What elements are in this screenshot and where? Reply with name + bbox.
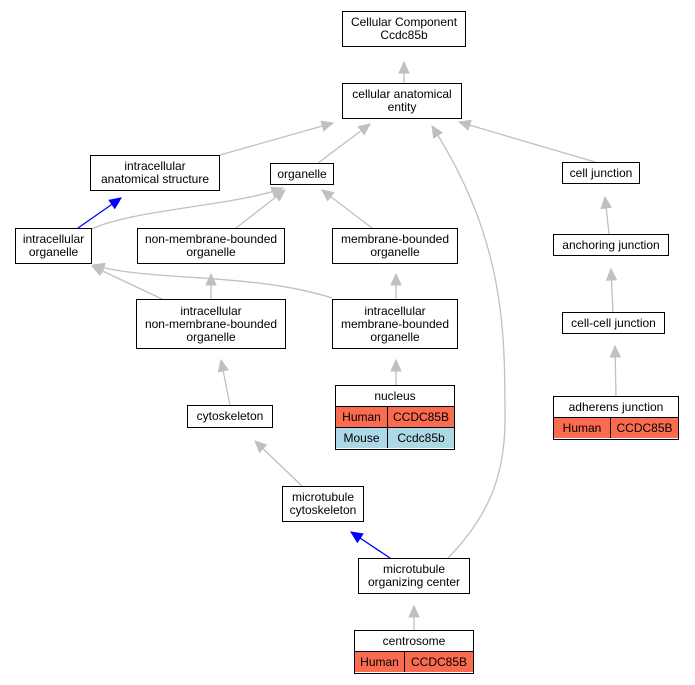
edge-imbo-to-io-arrowhead bbox=[91, 262, 106, 274]
node-label-line: microtubule bbox=[291, 490, 355, 504]
node-label-line: organizing center bbox=[367, 575, 461, 589]
node-title: adherens junction bbox=[554, 397, 678, 418]
node-microtubule-cytoskeleton[interactable]: microtubule cytoskeleton bbox=[282, 486, 364, 522]
edge-celljunction-to-cae-arrowhead bbox=[457, 119, 472, 131]
edge-cae-to-root-arrowhead bbox=[398, 60, 410, 74]
gene-label: CCDC85B bbox=[616, 421, 673, 435]
node-membrane-bounded-organelle[interactable]: membrane-bounded organelle bbox=[332, 228, 458, 264]
gene-row-human: Human CCDC85B bbox=[336, 407, 454, 427]
node-non-membrane-bounded-organelle[interactable]: non-membrane-bounded organelle bbox=[137, 228, 285, 264]
edge-inmbo-to-io bbox=[91, 265, 163, 300]
edge-mtoc-to-cae bbox=[431, 125, 506, 559]
node-label-line: cytoskeleton bbox=[289, 503, 357, 517]
gene-row-human: Human CCDC85B bbox=[355, 652, 473, 672]
edge-organelle-to-cae-arrowhead bbox=[357, 123, 371, 136]
node-label-line: non-membrane-bounded bbox=[144, 232, 278, 246]
node-label-line: cytoskeleton bbox=[196, 409, 264, 423]
gene-label: CCDC85B bbox=[410, 655, 467, 669]
edge-centrosome-to-mtoc-arrowhead bbox=[408, 604, 420, 618]
node-label-line: anatomical structure bbox=[100, 172, 210, 186]
species-label: Human bbox=[554, 418, 611, 438]
edge-imbo-to-io bbox=[92, 264, 333, 299]
node-cellular-anatomical-entity[interactable]: cellular anatomical entity bbox=[342, 83, 462, 119]
species-label: Human bbox=[336, 407, 388, 427]
node-label-line: intracellular bbox=[22, 232, 85, 246]
node-label-line: organelle bbox=[186, 245, 236, 259]
node-label-line: membrane-bounded bbox=[340, 316, 450, 331]
node-cell-junction[interactable]: cell junction bbox=[562, 162, 640, 184]
node-microtubule-organizing-center[interactable]: microtubule organizing center bbox=[358, 558, 470, 594]
edge-celljunction-to-cae bbox=[458, 121, 596, 163]
node-adherens-junction[interactable]: adherens junction Human CCDC85B bbox=[553, 396, 679, 440]
edge-imbo-to-mbo-arrowhead bbox=[390, 272, 402, 286]
gene-label: Ccdc85b bbox=[397, 431, 445, 445]
node-label-line: Cellular Component bbox=[350, 15, 458, 29]
edge-nmbo-to-organelle-arrowhead bbox=[272, 189, 286, 202]
edge-ias-to-cae bbox=[219, 122, 334, 156]
node-cell-cell-junction[interactable]: cell-cell junction bbox=[562, 312, 665, 334]
node-intracellular-membrane-bounded-organelle[interactable]: intracellular membrane-bounded organelle bbox=[332, 299, 458, 349]
edge-ias-to-cae-arrowhead bbox=[320, 120, 335, 132]
edge-anchoring-to-celljunction-arrowhead bbox=[600, 195, 613, 210]
node-label-line: intracellular bbox=[364, 303, 426, 318]
node-cytoskeleton[interactable]: cytoskeleton bbox=[187, 405, 273, 428]
node-label-line: microtubule bbox=[382, 562, 446, 576]
edge-nucleus-to-imbo-arrowhead bbox=[390, 358, 402, 372]
node-nucleus[interactable]: nucleus Human CCDC85B Mouse Ccdc85b bbox=[335, 385, 455, 450]
edge-io-to-organelle bbox=[91, 187, 284, 230]
edge-mbo-to-organelle-arrowhead bbox=[321, 189, 335, 202]
edge-mtcyto-to-cytoskeleton-arrowhead bbox=[254, 440, 268, 454]
edge-ccj-to-anchoring-arrowhead bbox=[605, 267, 618, 281]
gene-label: CCDC85B bbox=[392, 410, 449, 424]
node-label-line: organelle bbox=[277, 166, 327, 181]
node-label-line: intracellular bbox=[124, 159, 186, 173]
node-intracellular-organelle[interactable]: intracellular organelle bbox=[15, 228, 92, 264]
gene-row-human: Human CCDC85B bbox=[554, 418, 678, 438]
node-label-line: non-membrane-bounded bbox=[144, 316, 278, 331]
edge-mtoc-to-cae-arrowhead bbox=[431, 124, 444, 139]
node-label-line: organelle bbox=[28, 245, 79, 259]
node-organelle[interactable]: organelle bbox=[270, 163, 334, 185]
node-label-line: intracellular bbox=[180, 303, 242, 318]
edge-cytoskeleton-to-inmbo-arrowhead bbox=[217, 358, 229, 373]
node-label-line: organelle bbox=[186, 329, 236, 344]
gene-row-mouse: Mouse Ccdc85b bbox=[336, 427, 454, 448]
species-label: Human bbox=[355, 652, 405, 672]
node-title: nucleus bbox=[336, 386, 454, 407]
node-label-line: anchoring junction bbox=[562, 237, 660, 252]
node-label-line: organelle bbox=[370, 329, 420, 344]
node-anchoring-junction[interactable]: anchoring junction bbox=[553, 234, 669, 256]
node-label-line: entity bbox=[387, 100, 417, 114]
edge-io-to-ias-arrowhead bbox=[108, 197, 122, 210]
node-label-line: cell junction bbox=[569, 165, 633, 180]
node-label-line: Ccdc85b bbox=[380, 28, 428, 42]
node-label-line: cellular anatomical bbox=[352, 87, 452, 101]
node-cellular-component[interactable]: Cellular Component Ccdc85b bbox=[342, 11, 466, 47]
node-title: centrosome bbox=[355, 631, 473, 652]
edge-mtoc-to-mtcyto-arrowhead bbox=[349, 531, 364, 544]
species-label: Mouse bbox=[336, 428, 388, 448]
node-centrosome[interactable]: centrosome Human CCDC85B bbox=[354, 630, 474, 674]
node-label-line: cell-cell junction bbox=[571, 315, 656, 330]
node-label-line: organelle bbox=[370, 245, 420, 259]
node-intracellular-non-membrane-bounded-organelle[interactable]: intracellular non-membrane-bounded organ… bbox=[136, 299, 286, 349]
edge-adherens-to-ccj-arrowhead bbox=[609, 344, 621, 358]
node-intracellular-anatomical-structure[interactable]: intracellular anatomical structure bbox=[90, 155, 220, 191]
node-label-line: membrane-bounded bbox=[340, 232, 450, 246]
